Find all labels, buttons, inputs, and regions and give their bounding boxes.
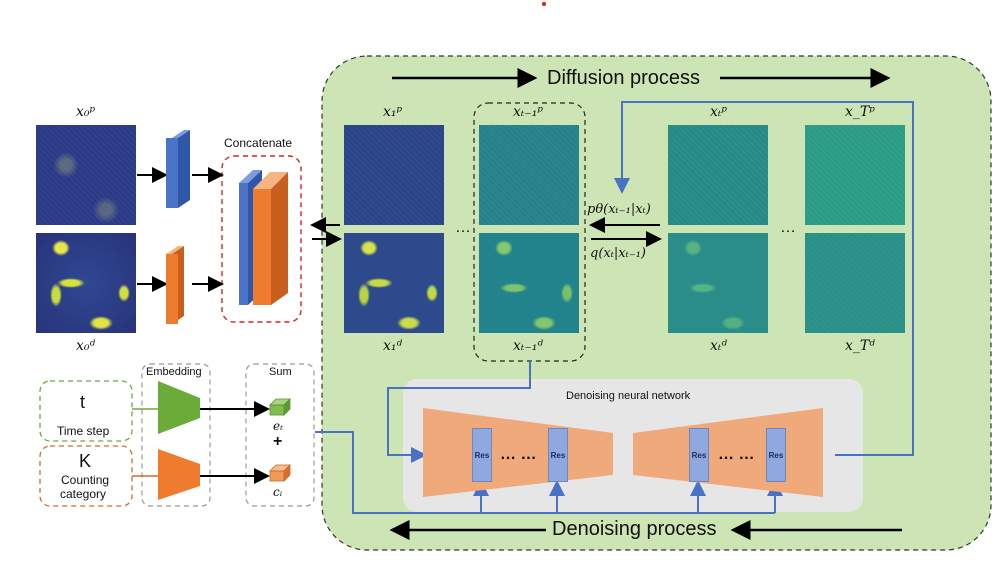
label-xt-d: xₜᵈ (710, 338, 727, 354)
label-et: eₜ (273, 419, 284, 433)
denoising-process-label: Denoising process (552, 518, 717, 540)
category-embedding-trapezoid (158, 449, 200, 500)
label-xT-d: x_Tᵈ (845, 338, 875, 354)
image-xt-d (668, 233, 768, 333)
embedding-label: Embedding (146, 366, 202, 378)
time-step-label: Time step (57, 424, 110, 438)
image-x0-d (36, 233, 136, 333)
orange-feature-block (166, 246, 184, 324)
ci-block (269, 464, 291, 482)
image-x1-p (344, 125, 444, 225)
concatenated-block (239, 170, 288, 305)
image-xT-p (805, 125, 905, 225)
label-x0-d: x₀ᵈ (76, 338, 96, 354)
concatenate-label: Concatenate (224, 136, 293, 150)
ellipsis-right: … (780, 219, 796, 236)
denoising-network-label: Denoising neural network (566, 390, 691, 402)
label-ci: cᵢ (273, 485, 283, 499)
counting-box (39, 445, 133, 507)
blue-feature-block (166, 130, 190, 208)
sum-label: Sum (269, 366, 292, 378)
image-xtm1-d (479, 233, 579, 333)
image-xT-d (805, 233, 905, 333)
label-xT-p: x_Tᵖ (845, 104, 875, 120)
label-xtm1-p: xₜ₋₁ᵖ (513, 104, 543, 120)
res-block-4: Res (766, 428, 786, 482)
label-x0-p: x₀ᵖ (76, 104, 96, 120)
plus-sign: + (273, 433, 283, 450)
k-symbol: K (79, 451, 92, 471)
t-symbol: t (80, 392, 86, 412)
image-x1-d (344, 233, 444, 333)
diffusion-process-label: Diffusion process (547, 67, 701, 89)
res-block-1: Res (472, 428, 492, 482)
label-q: q(xₜ|xₜ₋₁) (590, 246, 646, 261)
res-block-2: Res (548, 428, 568, 482)
label-x1-d: x₁ᵈ (383, 338, 403, 354)
image-xtm1-p (479, 125, 579, 225)
category-label: category (60, 487, 107, 501)
res-block-3: Res (689, 428, 709, 482)
label-x1-p: x₁ᵖ (383, 104, 403, 120)
res-dots-left: … … (500, 446, 537, 463)
red-dot (542, 2, 546, 6)
time-step-box (39, 380, 133, 442)
label-xt-p: xₜᵖ (710, 104, 727, 120)
label-xtm1-d: xₜ₋₁ᵈ (513, 338, 543, 354)
ellipsis-left: … (455, 219, 471, 236)
image-x0-p (36, 125, 136, 225)
time-embedding-trapezoid (158, 381, 200, 434)
image-xt-p (668, 125, 768, 225)
counting-label: Counting (61, 473, 110, 487)
label-p-theta: pθ(xₜ₋₁|xₜ) (587, 202, 651, 217)
res-dots-right: … … (718, 446, 755, 463)
et-block (269, 398, 291, 416)
